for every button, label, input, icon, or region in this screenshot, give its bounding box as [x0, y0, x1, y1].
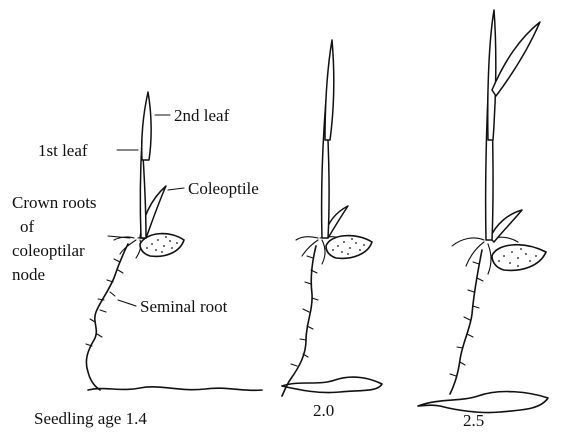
second-leaf-1 — [142, 92, 151, 160]
soil-line-2 — [282, 377, 382, 393]
seminal-root-pointer — [118, 300, 136, 306]
label-crown-roots-4: node — [12, 265, 45, 284]
seminal-root-3 — [450, 250, 482, 394]
annotation-labels: 2nd leaf 1st leaf Coleoptile Crown roots… — [12, 106, 259, 316]
age-label-2: 2.0 — [313, 401, 334, 420]
leaf-blade-3c — [492, 22, 540, 96]
soil-line-1 — [88, 387, 262, 391]
leaf-blade-2b — [325, 40, 334, 140]
seedling-2 — [282, 40, 382, 396]
label-coleoptile: Coleoptile — [188, 179, 259, 198]
seminal-root-2 — [282, 246, 316, 396]
soil-line-3 — [418, 392, 548, 413]
label-crown-roots-2: of — [20, 217, 35, 236]
label-2nd-leaf: 2nd leaf — [174, 106, 230, 125]
label-crown-roots-1: Crown roots — [12, 193, 97, 212]
label-1st-leaf: 1st leaf — [38, 141, 88, 160]
seminal-root-1 — [86, 244, 128, 390]
age-label-1: Seedling age 1.4 — [34, 409, 147, 428]
age-label-3: 2.5 — [463, 411, 484, 430]
seed-2 — [326, 236, 372, 259]
root-hairs-3 — [450, 262, 483, 376]
root-hairs-1 — [86, 259, 123, 346]
seedling-3 — [418, 10, 548, 413]
leaf-blade-3b — [488, 10, 496, 140]
seed-3 — [492, 245, 546, 271]
label-crown-roots-3: coleoptilar — [12, 241, 85, 260]
seedling-1 — [86, 92, 262, 390]
coleoptile-pointer — [168, 188, 184, 190]
label-seminal-root: Seminal root — [140, 297, 228, 316]
